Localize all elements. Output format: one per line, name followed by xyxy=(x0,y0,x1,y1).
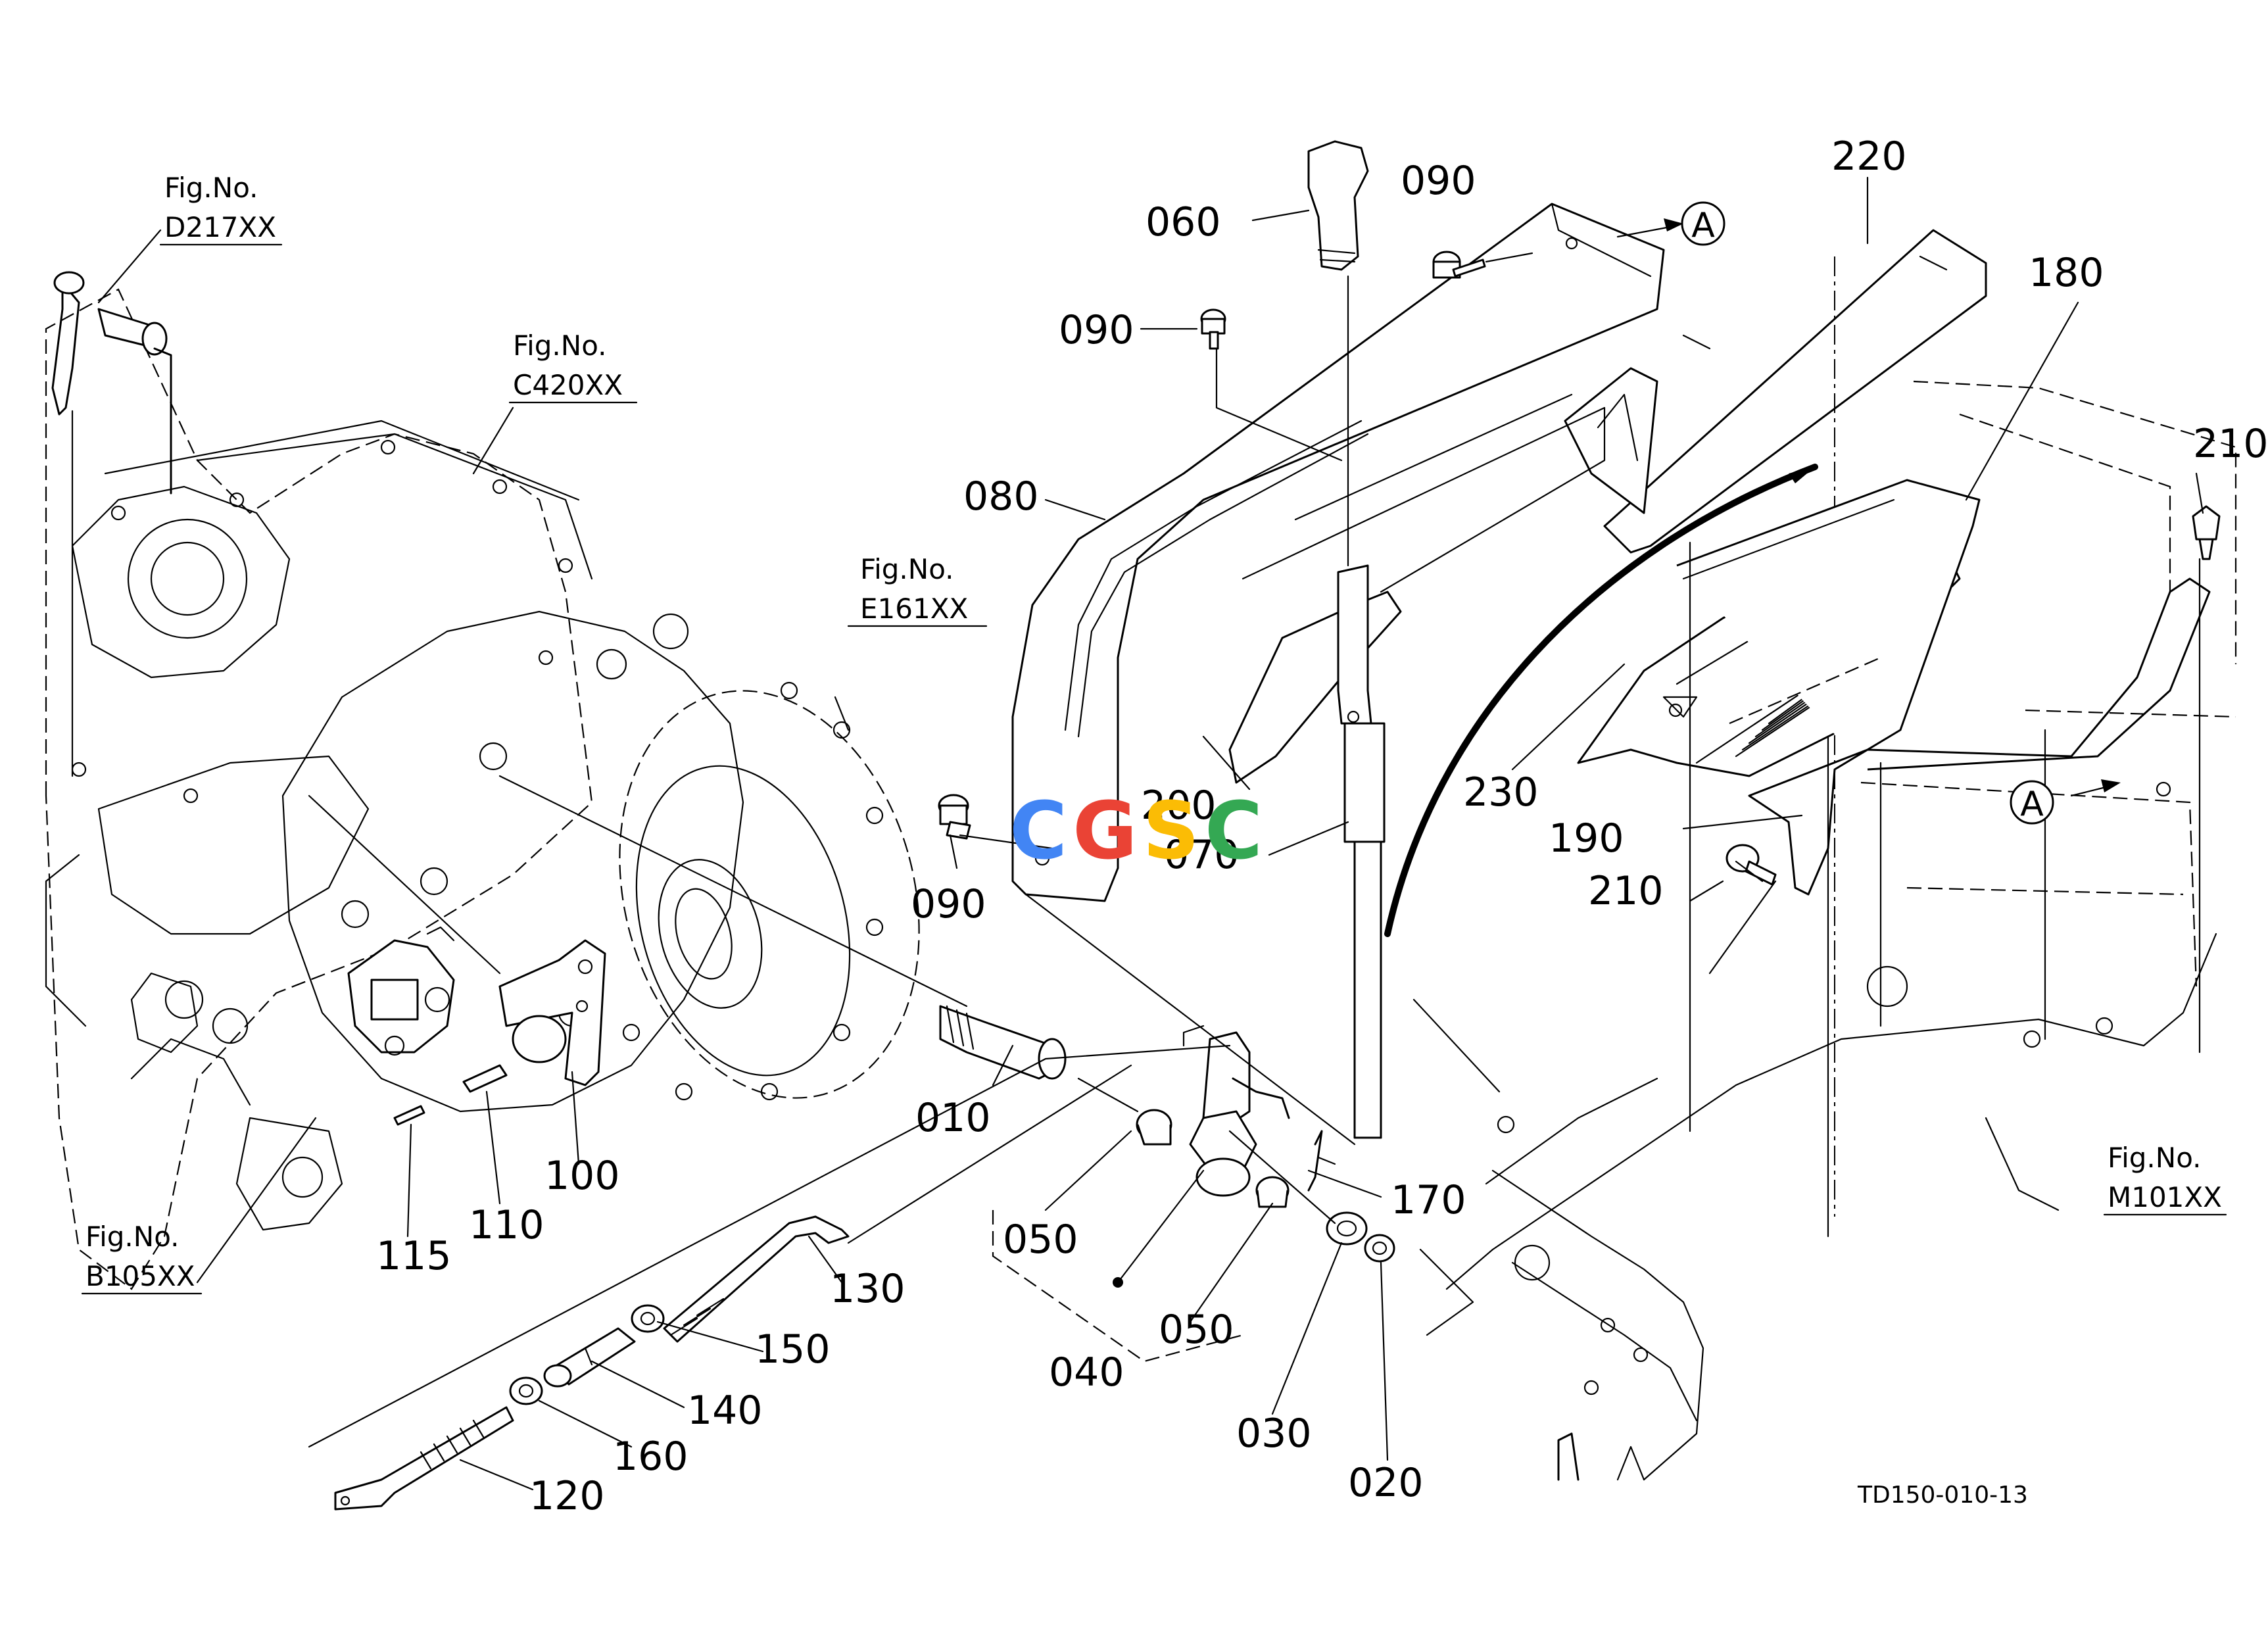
fig-ref-code: C420XX xyxy=(513,369,623,401)
label-210-upper: 210 xyxy=(2193,421,2268,467)
label-110: 110 xyxy=(469,1202,544,1248)
part-140-turnbuckle xyxy=(543,1327,636,1388)
fig-ref-title: Fig.No. xyxy=(85,1221,180,1253)
housing-bolt-holes xyxy=(71,439,573,804)
callout-a-top: A xyxy=(1681,201,1725,246)
label-010: 010 xyxy=(915,1095,991,1141)
part-number-labels: 060 090 090 220 180 210 080 200 070 230 … xyxy=(376,133,2268,1519)
label-220: 220 xyxy=(1831,133,1907,180)
label-070: 070 xyxy=(1164,832,1240,878)
part-220-bracket xyxy=(1564,229,1987,1217)
label-115: 115 xyxy=(376,1233,452,1279)
figure-reference-e161: Fig.No. E161XX xyxy=(847,553,988,627)
part-090-bolt-left xyxy=(938,794,971,840)
label-170: 170 xyxy=(1391,1177,1466,1223)
figure-reference-d217: Fig.No. D217XX xyxy=(159,172,283,246)
d217-lever-assembly xyxy=(51,271,172,777)
label-100: 100 xyxy=(544,1153,620,1199)
label-150: 150 xyxy=(755,1326,831,1372)
label-050-b: 050 xyxy=(1159,1307,1234,1353)
part-190-bracket xyxy=(1676,479,2211,896)
transmission-housing-outline xyxy=(45,288,593,1290)
part-040-pivot-assembly xyxy=(1189,1031,1290,1197)
part-160-nut xyxy=(509,1376,543,1405)
callout-a-text: A xyxy=(1691,206,1715,245)
part-110-sleeve xyxy=(462,1064,508,1093)
part-050-bushing-b xyxy=(1255,1176,1290,1208)
callout-a-right: A xyxy=(2010,780,2054,825)
part-020-clip xyxy=(1364,1234,1395,1263)
label-060: 060 xyxy=(1146,199,1221,245)
clutch-housing xyxy=(281,610,744,1113)
axis-lines xyxy=(308,347,2201,1238)
label-180: 180 xyxy=(2029,250,2104,296)
drawing-code: TD150-010-13 xyxy=(1857,1482,2028,1509)
figure-reference-m101: Fig.No. M101XX xyxy=(2103,1142,2227,1216)
part-210-bolt-lower xyxy=(1725,844,1777,886)
watermark-letter: G xyxy=(1073,786,1143,877)
watermark-letter: S xyxy=(1143,786,1205,877)
part-130-rod xyxy=(663,1215,850,1343)
label-200: 200 xyxy=(1141,783,1217,829)
label-090-top: 090 xyxy=(1401,158,1476,204)
figure-reference-b105: Fig.No. B105XX xyxy=(81,1221,203,1295)
watermark-letter: C xyxy=(1009,786,1073,877)
part-050-bushing-a xyxy=(1136,1109,1172,1146)
label-040: 040 xyxy=(1049,1349,1124,1395)
label-090-mid: 090 xyxy=(1059,307,1134,353)
label-190: 190 xyxy=(1549,815,1624,861)
fig-ref-title: Fig.No. xyxy=(860,553,954,585)
fig-ref-code: B105XX xyxy=(85,1260,195,1292)
part-030-washer xyxy=(1326,1211,1368,1246)
part-070-shift-lever xyxy=(1337,275,1386,1139)
callout-a-text: A xyxy=(2020,785,2044,824)
part-210-bolt-upper xyxy=(2192,505,2221,560)
fig-ref-title: Fig.No. xyxy=(164,172,258,204)
fig-ref-code: M101XX xyxy=(2108,1181,2222,1213)
callout-arrows xyxy=(1616,218,2121,797)
label-210-lower: 210 xyxy=(1588,868,1664,914)
floor-frame-m101 xyxy=(1419,380,2237,1481)
label-140: 140 xyxy=(687,1388,763,1434)
part-170-pin xyxy=(1307,1130,1336,1192)
label-090-left: 090 xyxy=(911,881,986,927)
part-150-nut xyxy=(631,1304,665,1333)
watermark-logo: CGSC xyxy=(1009,786,1268,877)
part-115-pin xyxy=(393,1105,425,1126)
part-060-knob xyxy=(1307,140,1369,271)
label-160: 160 xyxy=(613,1434,688,1480)
bell-housing-ring xyxy=(619,681,920,1101)
part-230-cable xyxy=(1384,464,1818,937)
label-050-a: 050 xyxy=(1003,1217,1078,1263)
figure-reference-c420: Fig.No. C420XX xyxy=(508,329,638,404)
part-090-bolt-top-left xyxy=(1200,308,1226,350)
label-130: 130 xyxy=(830,1266,905,1312)
watermark-text: CGSC xyxy=(1009,786,1268,877)
switch-assembly xyxy=(347,926,455,1056)
fig-ref-code: D217XX xyxy=(164,211,276,243)
label-230: 230 xyxy=(1463,769,1539,815)
fig-ref-title: Fig.No. xyxy=(513,329,607,362)
watermark-letter: C xyxy=(1205,786,1268,877)
leader-lines xyxy=(97,176,2204,1491)
label-030: 030 xyxy=(1236,1411,1312,1457)
part-010-pivot-pin xyxy=(939,1005,1067,1080)
fig-ref-code: E161XX xyxy=(860,593,968,625)
label-020: 020 xyxy=(1348,1460,1424,1506)
part-080-guide-plate xyxy=(1011,203,1665,902)
part-100-bracket xyxy=(498,939,606,1086)
fig-ref-title: Fig.No. xyxy=(2108,1142,2202,1174)
label-120: 120 xyxy=(529,1473,605,1519)
part-120-rod xyxy=(334,1406,514,1511)
part-090-bolt-top-right xyxy=(1432,251,1486,279)
label-080: 080 xyxy=(963,473,1039,520)
